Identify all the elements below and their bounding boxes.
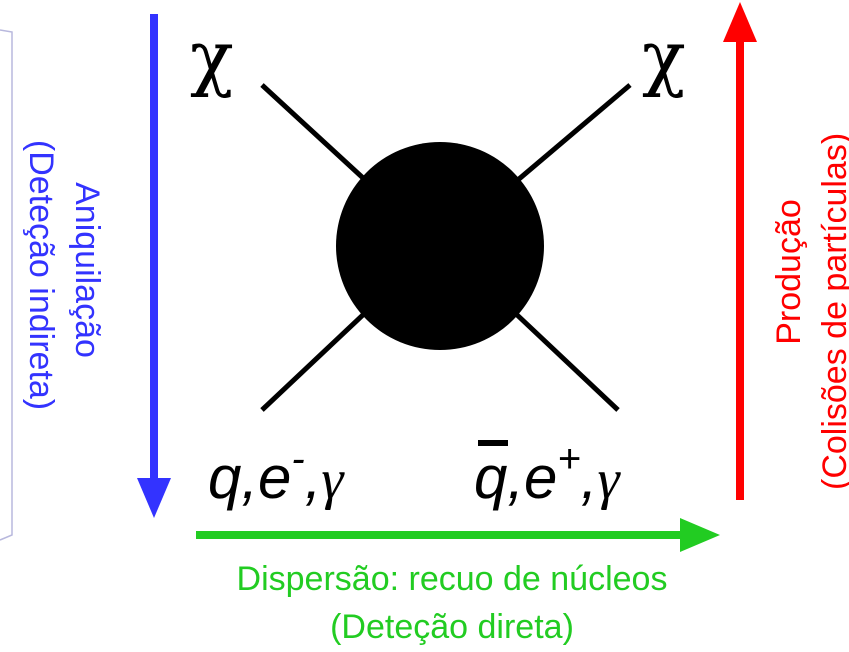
scattering-label: Dispersão: recuo de núcleos bbox=[237, 560, 668, 598]
chi-right-symbol: χ bbox=[642, 15, 686, 99]
annihilation-sublabel: (Deteção indireta) bbox=[22, 140, 60, 410]
bottom-left-charge: - bbox=[291, 437, 304, 481]
bottom-right-charge: + bbox=[557, 437, 580, 481]
production-arrow bbox=[723, 2, 757, 500]
scattering-sublabel: (Deteção direta) bbox=[330, 608, 574, 646]
bottom-right-comma: , bbox=[581, 444, 598, 511]
interaction-vertex bbox=[336, 142, 544, 350]
annihilation-label: Aniquilação bbox=[68, 182, 106, 358]
scattering-arrow bbox=[196, 518, 720, 552]
production-label: Produção bbox=[770, 199, 808, 345]
bottom-right-gamma: γ bbox=[597, 449, 621, 511]
chi-left-symbol: χ bbox=[190, 15, 234, 99]
frame-edge bbox=[0, 29, 13, 541]
bottom-left-gamma: γ bbox=[321, 449, 345, 511]
bottom-right-q-e: q,e bbox=[474, 444, 557, 511]
bottom-left-q-e: q,e bbox=[208, 444, 291, 511]
annihilation-arrow bbox=[137, 14, 171, 518]
bottom-left-comma: , bbox=[305, 444, 322, 511]
bottom-right-particles: q,e+,γ bbox=[474, 437, 621, 511]
bottom-left-particles: q,e-,γ bbox=[208, 437, 345, 511]
production-sublabel: (Colisões de partículas) bbox=[816, 133, 849, 490]
